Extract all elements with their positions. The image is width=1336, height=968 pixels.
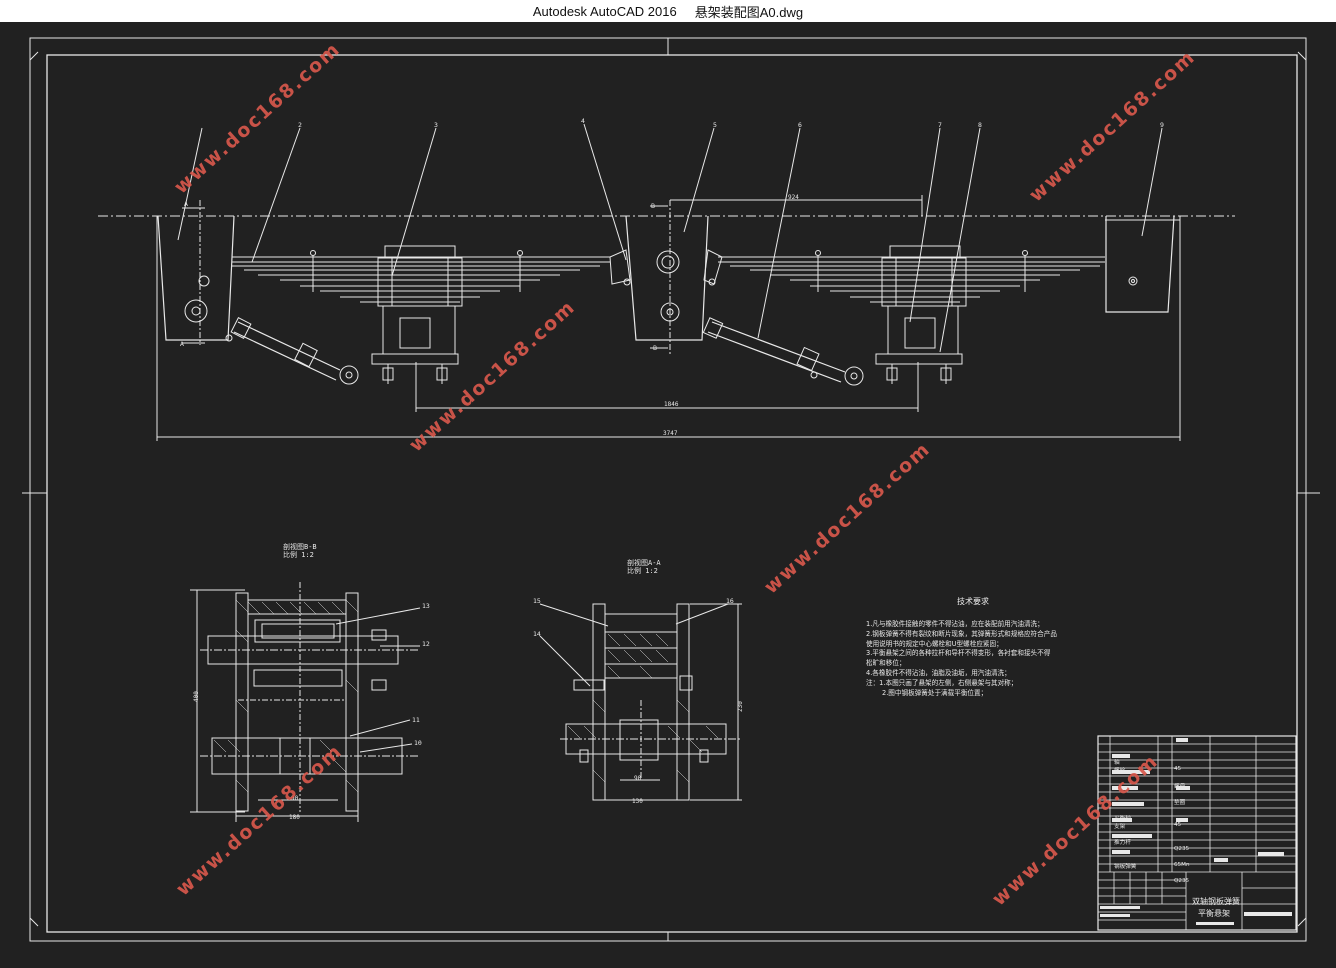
section-b-label-13: 13	[422, 602, 430, 610]
part-label-6: 6	[798, 121, 802, 129]
file-name: 悬架装配图A0.dwg	[694, 4, 804, 20]
window-titlebar: Autodesk AutoCAD 2016 悬架装配图A0.dwg	[0, 0, 1336, 23]
tech-req-line: 1.凡与橡胶件接触的零件不得沾油，应在装配前用汽油清洗；	[866, 620, 1044, 628]
section-a-label-14: 14	[533, 630, 541, 638]
section-mark-b-top: B	[651, 202, 655, 210]
section-b-scale: 比例 1:2	[283, 550, 314, 559]
section-a-title: 剖视图A-A	[627, 558, 661, 567]
tb-material: Q235	[1174, 846, 1190, 852]
part-label-5: 5	[713, 121, 717, 129]
tb-row: 螺栓	[1114, 768, 1126, 774]
section-b-dim-180: 180	[289, 814, 300, 821]
dim-3747: 3747	[663, 430, 678, 437]
section-mark-a-bottom: A	[180, 340, 184, 348]
section-a-dim-230: 230	[737, 701, 744, 712]
dim-924: 924	[788, 194, 799, 201]
tb-material: 45	[1174, 766, 1182, 772]
section-a-dim-130: 130	[632, 798, 643, 805]
section-b-dim-90: 90	[291, 795, 299, 802]
part-label-8: 8	[978, 121, 982, 129]
tb-row: 垫圈	[1174, 800, 1186, 806]
tb-title-line1: 双轴钢板弹簧	[1192, 897, 1240, 906]
dim-1846: 1846	[664, 401, 679, 408]
tech-req-line: 3.平衡悬架之间的各种拉杆和导杆不得变形，各衬套和接头不得	[866, 649, 1051, 658]
tb-material: 65Mn	[1174, 862, 1190, 868]
app-title: Autodesk AutoCAD 2016	[532, 3, 677, 19]
tb-row: 支架	[1114, 824, 1126, 830]
tech-requirements: 1.凡与橡胶件接触的零件不得沾油，应在装配前用汽油清洗； 2.钢板弹簧不得有裂纹…	[866, 620, 1106, 698]
part-label-4: 4	[581, 117, 585, 125]
tb-row: 平衡轴	[1114, 816, 1131, 822]
section-b-label-12: 12	[422, 640, 430, 648]
tb-material: 45	[1174, 822, 1182, 828]
part-label-3: 3	[434, 121, 438, 129]
section-a-dim-90: 90	[634, 775, 642, 782]
cad-drawing: 2 3 4 5 6 7 8 9 924 1846 3747 A A B B 剖视…	[22, 37, 1320, 942]
section-mark-a-top: A	[184, 200, 188, 208]
tech-req-line: 2.图中钢板弹簧处于满载平衡位置；	[882, 688, 988, 697]
section-b-label-11: 11	[412, 716, 420, 724]
part-label-9: 9	[1160, 121, 1164, 129]
tech-requirements-title: 技术要求	[957, 597, 989, 606]
section-b-title: 剖视图B-B	[283, 542, 317, 551]
section-b-b	[190, 582, 421, 822]
tech-req-line: 松旷和移位；	[866, 659, 906, 668]
part-label-7: 7	[938, 121, 942, 129]
section-a-label-16: 16	[726, 597, 734, 605]
tech-req-line: 使用说明书的规定中心螺栓和U型螺栓应紧固；	[866, 639, 1003, 648]
tb-row: 钢板弹簧	[1114, 864, 1137, 870]
tech-req-line: 4.各橡胶件不得沾油，油脂及油垢，用汽油清洗；	[866, 668, 1011, 677]
tb-title-line2: 平衡悬架	[1198, 909, 1230, 918]
section-mark-b-bottom: B	[653, 344, 657, 352]
tb-material: Q235	[1174, 878, 1190, 884]
tech-req-line: 2.钢板弹簧不得有裂纹和断片现象，其弹簧形式和规格应符合产品	[866, 629, 1057, 638]
part-label-2: 2	[298, 121, 302, 129]
tb-row: 螺母	[1174, 784, 1186, 790]
section-a-scale: 比例 1:2	[627, 566, 658, 575]
tb-row: 推力杆	[1114, 840, 1131, 846]
section-a-a	[539, 603, 742, 801]
section-a-label-15: 15	[533, 597, 541, 605]
section-b-label-10: 10	[414, 739, 422, 747]
title-block	[1097, 735, 1297, 931]
tb-row: 轴	[1114, 760, 1120, 766]
tech-req-line: 注：1.本图只画了悬架的左侧，右侧悬架与其对称；	[866, 678, 1018, 687]
section-b-dim-400: 400	[193, 691, 200, 702]
drawing-canvas[interactable]: 2 3 4 5 6 7 8 9 924 1846 3747 A A B B 剖视…	[0, 22, 1336, 968]
